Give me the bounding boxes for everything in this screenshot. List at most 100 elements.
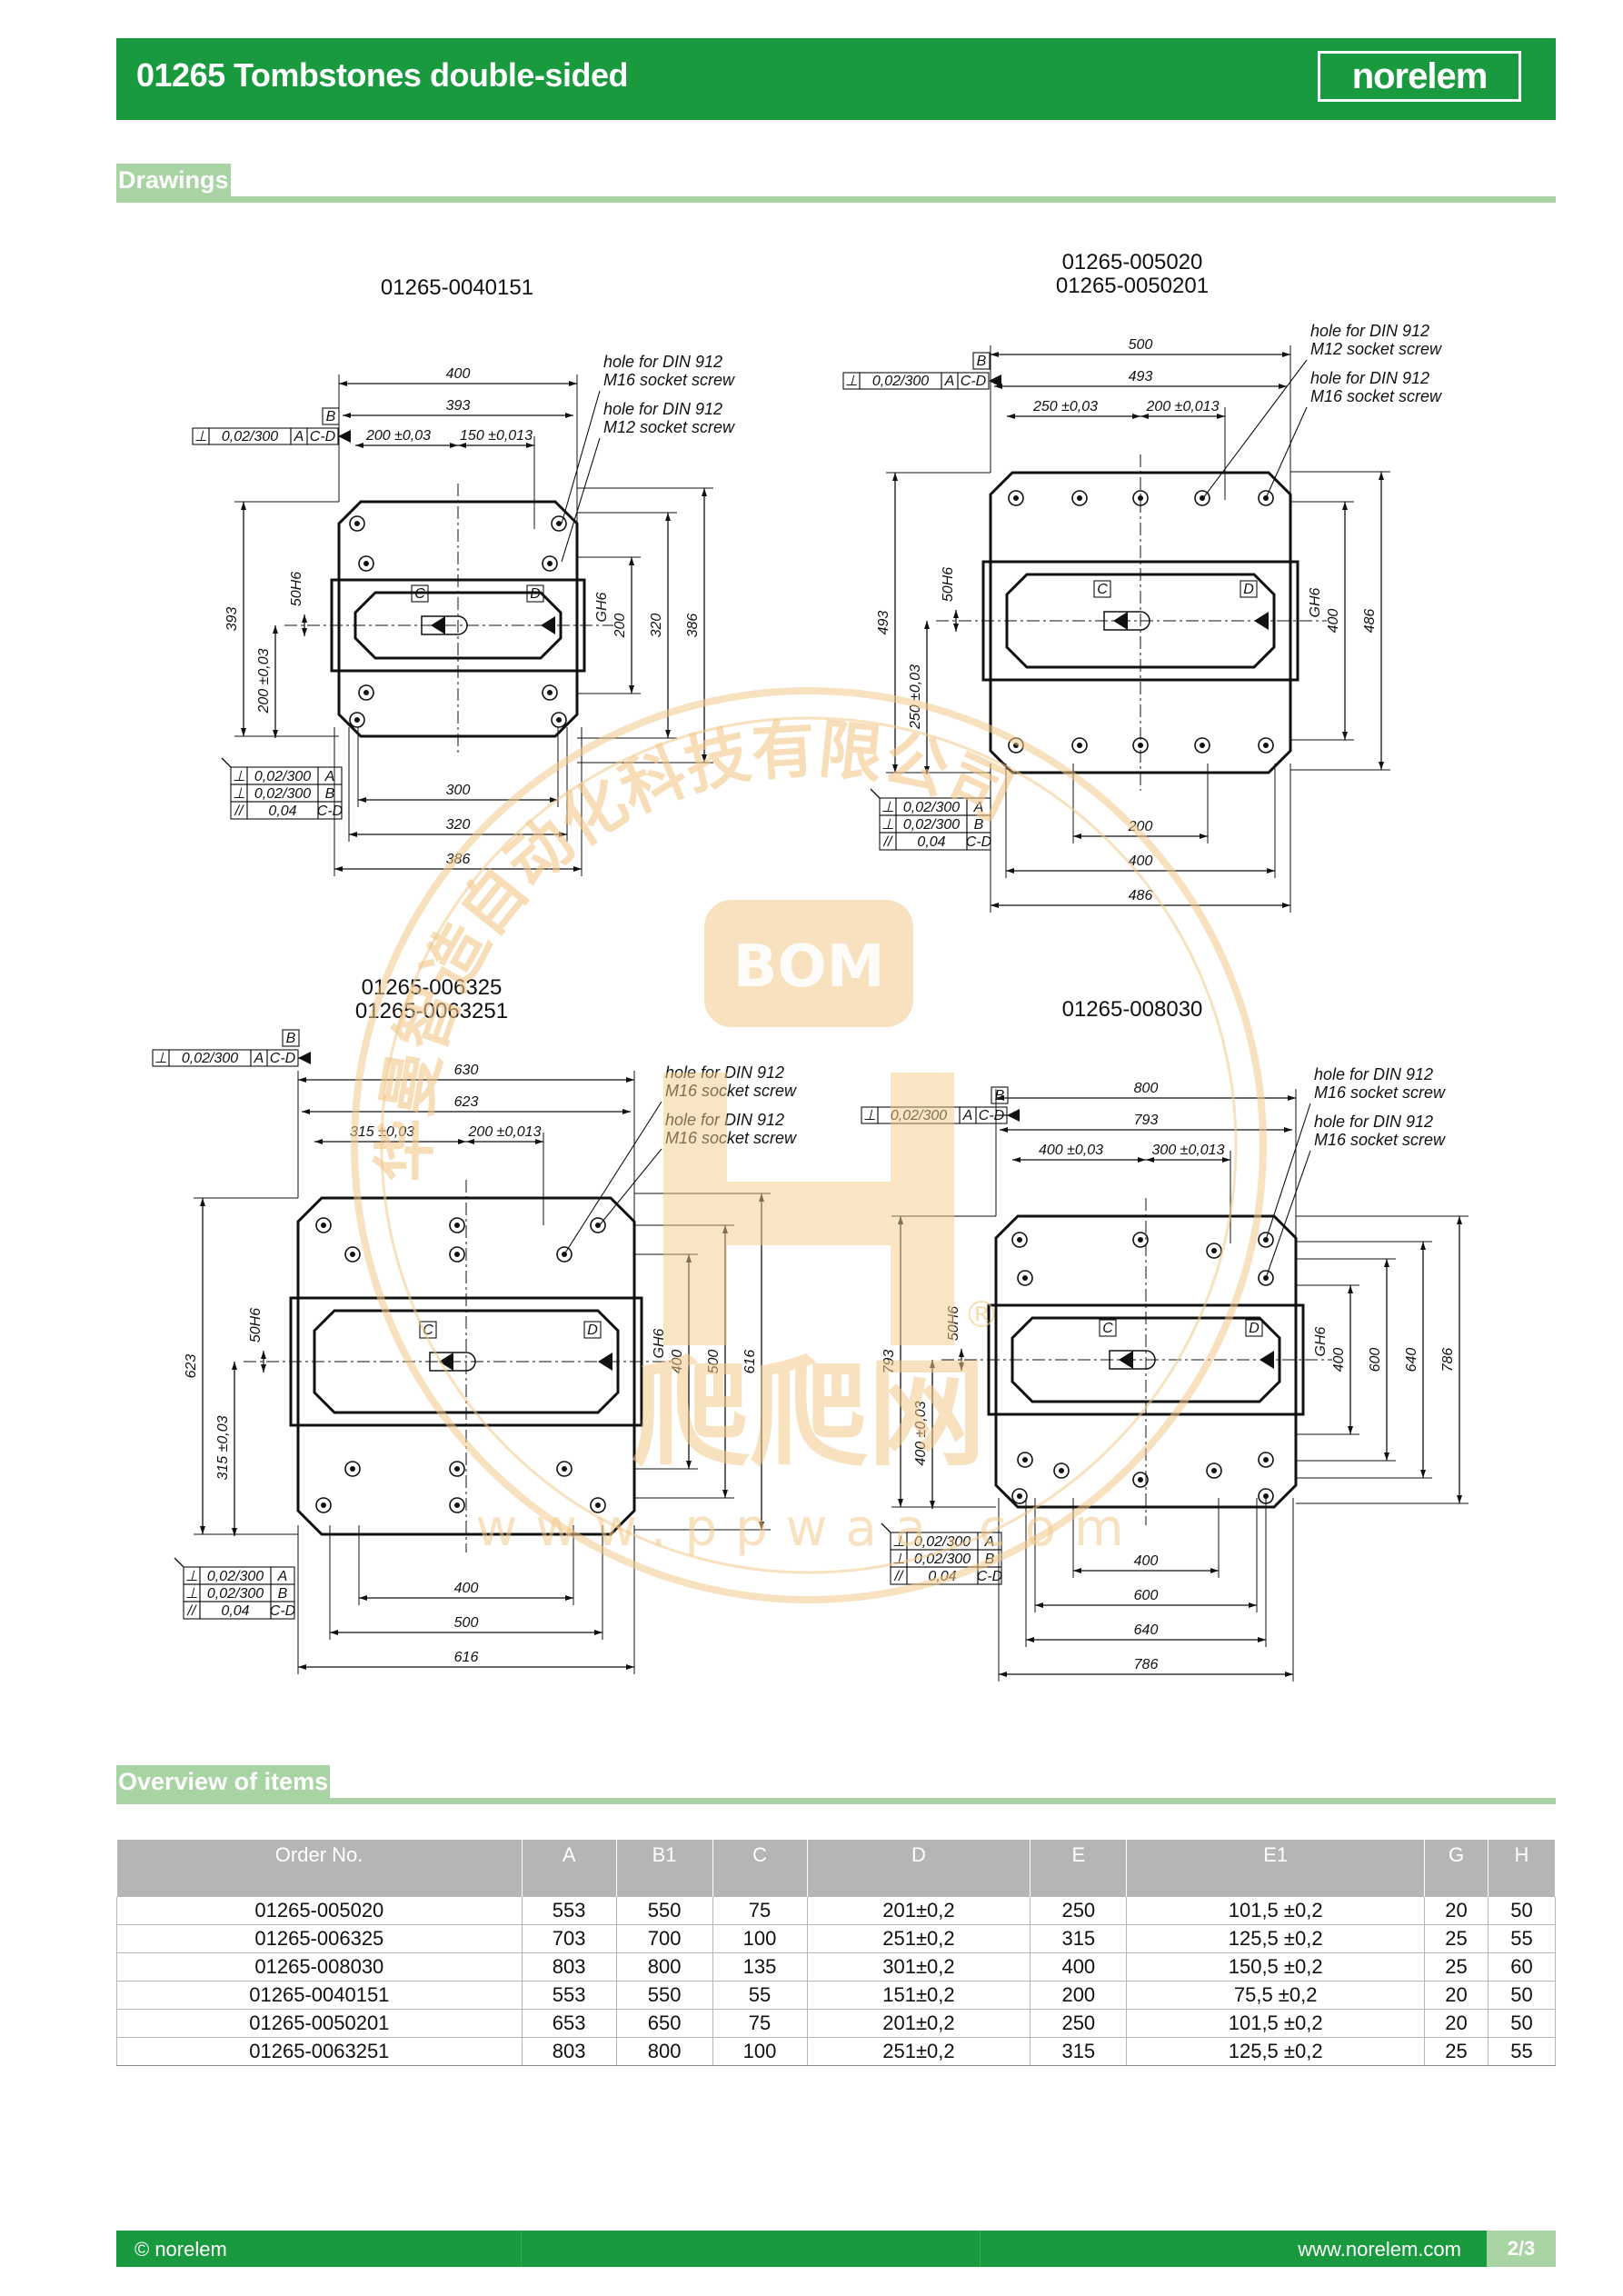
footer-copyright: © norelem xyxy=(134,2238,227,2261)
dimension-arrow xyxy=(526,443,534,448)
mounting-hole-center xyxy=(454,1252,460,1257)
dimension-arrow xyxy=(1384,1452,1389,1461)
hole-note: M16 socket screw xyxy=(665,1082,797,1100)
hole-note: hole for DIN 912 xyxy=(1310,322,1429,340)
dimension-arrow xyxy=(1138,1157,1146,1163)
dimension-arrow xyxy=(959,1363,964,1371)
table-cell: 251±0,2 xyxy=(807,1924,1031,1953)
tolerance-text: 0,02/300 xyxy=(254,786,311,802)
tolerance-cell xyxy=(317,801,343,820)
dimension-value: 500 xyxy=(706,1350,722,1374)
tolerance-text: C-D xyxy=(270,1603,296,1619)
mounting-hole-center xyxy=(1138,1477,1143,1482)
dimension-arrow xyxy=(1284,1127,1292,1133)
tolerance-text: ⊥ xyxy=(185,1569,198,1584)
table-cell: 75,5 ±0,2 xyxy=(1126,1981,1426,2010)
mounting-hole-center xyxy=(1138,495,1143,501)
dimension-value: 50H6 xyxy=(946,1306,961,1341)
dimension-value: 600 xyxy=(1368,1348,1383,1373)
datum-label: D xyxy=(587,1323,598,1338)
dimension-arrow xyxy=(665,730,671,738)
dimension-arrow xyxy=(1288,1095,1296,1101)
tolerance-text: ⊥ xyxy=(892,1552,905,1567)
dimension-arrow xyxy=(569,381,577,386)
dimension-arrow xyxy=(1200,834,1208,839)
dimension-arrow xyxy=(1267,868,1275,873)
mounting-hole-center xyxy=(1263,743,1269,748)
table-cell: 550 xyxy=(616,1981,713,2010)
table-cell: 75 xyxy=(712,1897,808,1925)
table-cell: 650 xyxy=(616,2009,713,2038)
dimension-value: 793 xyxy=(881,1350,897,1374)
leader-line xyxy=(1202,359,1308,499)
dimension-arrow xyxy=(1342,502,1348,510)
dimension-arrow xyxy=(1140,414,1149,419)
tolerance-text: A xyxy=(973,800,984,815)
datum-box xyxy=(526,584,544,603)
tolerance-text: 0,02/300 xyxy=(207,1569,264,1584)
tolerance-text: ⊥ xyxy=(154,1051,167,1066)
dimension-arrow xyxy=(930,1360,935,1368)
tolerance-text: 0,02/300 xyxy=(207,1586,264,1602)
datum-box xyxy=(1240,580,1258,598)
footer-url: www.norelem.com xyxy=(1298,2238,1461,2261)
tolerance-text: A xyxy=(324,769,335,784)
dimension-arrow xyxy=(994,384,1002,389)
column-header: E xyxy=(1030,1840,1128,1897)
mounting-hole-center xyxy=(562,1466,567,1472)
dimension-arrow xyxy=(629,557,634,565)
dimension-arrow xyxy=(302,628,307,636)
dimension-value: 486 xyxy=(1362,609,1378,634)
tolerance-text: 0,02/300 xyxy=(903,800,960,815)
tolerance-text: 0,02/300 xyxy=(182,1051,238,1066)
dimension-arrow xyxy=(1420,1242,1426,1250)
dimension-arrow xyxy=(898,1499,903,1507)
dimension-value: 616 xyxy=(742,1350,758,1374)
mounting-hole-center xyxy=(1138,1237,1143,1243)
tolerance-text: C-D xyxy=(317,804,344,819)
datum-label: D xyxy=(1243,582,1254,597)
table-cell: 250 xyxy=(1030,2009,1128,2038)
dimension-arrow xyxy=(991,352,999,357)
dimension-arrow xyxy=(1285,1672,1293,1677)
table-cell: 100 xyxy=(712,2037,808,2066)
datum-d-arrow xyxy=(541,616,555,634)
tolerance-text: ⊥ xyxy=(863,1108,876,1123)
column-header: H xyxy=(1488,1840,1557,1897)
tolerance-text: ⊥ xyxy=(233,769,245,784)
tolerance-text: 0,02/300 xyxy=(914,1552,971,1567)
dimension-arrow xyxy=(759,1193,764,1202)
dimension-value: 200 ±0,013 xyxy=(468,1124,542,1140)
mounting-hole-center xyxy=(1013,495,1019,501)
dimension-value: 400 xyxy=(1326,609,1341,634)
dimension-arrow xyxy=(999,1672,1007,1677)
leader-line xyxy=(1265,1150,1311,1279)
mounting-hole-center xyxy=(547,690,553,695)
dimension-arrow xyxy=(358,797,366,803)
dimension-value: 793 xyxy=(1134,1113,1159,1128)
mounting-hole xyxy=(1258,490,1274,506)
table-cell: 20 xyxy=(1424,1897,1489,1925)
dimension-value: 320 xyxy=(446,817,471,833)
dimension-value: 400 ±0,03 xyxy=(913,1401,929,1465)
table-cell: 315 xyxy=(1030,1924,1128,1953)
mounting-hole xyxy=(315,1497,332,1513)
datum-box xyxy=(411,584,429,603)
dimension-arrow xyxy=(1000,1127,1008,1133)
datum-box xyxy=(1093,580,1111,598)
mounting-hole-center xyxy=(454,1502,460,1508)
table-cell: 125,5 ±0,2 xyxy=(1126,2037,1426,2066)
mounting-hole-center xyxy=(556,717,562,723)
table-cell: 400 xyxy=(1030,1952,1128,1982)
dimension-arrow xyxy=(1348,1426,1353,1434)
dimension-arrow xyxy=(302,1109,310,1114)
dimension-arrow xyxy=(458,1139,466,1144)
column-header: A xyxy=(522,1840,617,1897)
dimension-value: 640 xyxy=(1134,1622,1159,1638)
mounting-hole-center xyxy=(1017,1237,1022,1243)
table-cell: 800 xyxy=(616,2037,713,2066)
dimension-arrow xyxy=(232,1528,237,1536)
dimension-arrow xyxy=(573,866,582,872)
